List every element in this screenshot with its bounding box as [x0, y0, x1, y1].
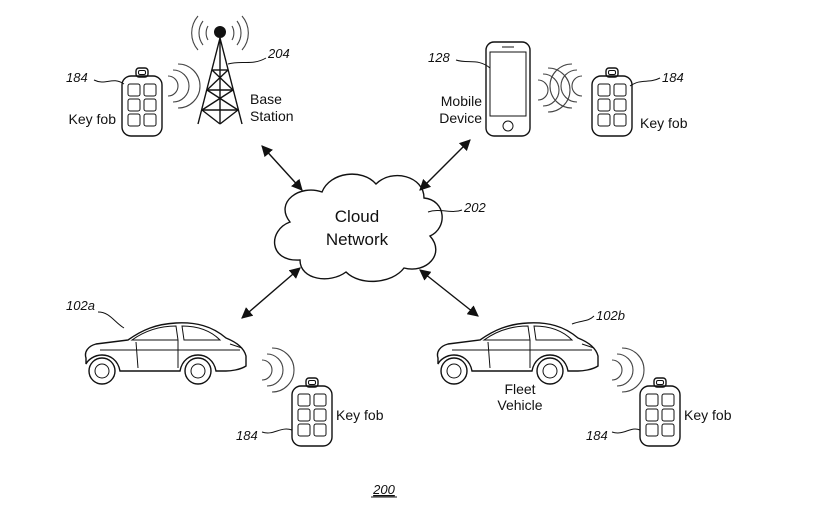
figure-number: 200 [372, 482, 395, 497]
arrow-cloud-vehicle-a [241, 267, 301, 319]
vehicle-a: 102a [66, 298, 295, 393]
key-fob-ref: 184 [66, 70, 88, 85]
arrow-base-station-cloud [261, 145, 303, 191]
vehicle-b-ref: 102b [596, 308, 625, 323]
vehicle-a-ref: 102a [66, 298, 95, 313]
mobile-device-label-line2: Device [439, 110, 482, 126]
cloud-label-line2: Network [326, 230, 389, 249]
antenna-icon [214, 26, 226, 38]
cloud-network: Cloud Network 202 [274, 173, 486, 283]
mobile-device: Mobile Device 128 [428, 41, 571, 137]
fob-signal-waves-icon [549, 63, 583, 109]
key-fob-icon [591, 67, 633, 137]
key-fob-label: Key fob [640, 115, 688, 131]
key-fob-icon [291, 377, 333, 447]
vehicle-b-label-line2: Vehicle [497, 397, 542, 413]
key-fob-bottom-right: Key fob 184 [586, 377, 732, 447]
key-fob-ref: 184 [586, 428, 608, 443]
base-station: Base Station 204 [191, 15, 294, 125]
key-fob-label: Key fob [336, 407, 384, 423]
vehicle-b-label-line1: Fleet [504, 381, 535, 397]
key-fob-label: Key fob [69, 111, 117, 127]
car-icon [84, 322, 247, 385]
mobile-device-ref: 128 [428, 50, 450, 65]
key-fob-top-left: Key fob 184 [66, 63, 201, 137]
car-signal-waves-icon [611, 347, 645, 393]
base-station-label-line1: Base [250, 91, 282, 107]
base-station-ref: 204 [267, 46, 290, 61]
cloud-ref: 202 [463, 200, 486, 215]
car-icon [436, 322, 599, 385]
key-fob-label: Key fob [684, 407, 732, 423]
car-signal-waves-icon [261, 347, 295, 393]
cloud-label-line1: Cloud [335, 207, 379, 226]
key-fob-ref: 184 [236, 428, 258, 443]
fob-signal-waves-icon [167, 63, 201, 109]
key-fob-bottom-left: Key fob 184 [236, 377, 384, 447]
key-fob-icon [121, 67, 163, 137]
vehicle-b: 102b Fleet Vehicle [436, 308, 645, 413]
key-fob-ref: 184 [662, 70, 684, 85]
tower-icon [197, 37, 243, 125]
connection-arrows [241, 139, 479, 319]
phone-icon [485, 41, 531, 137]
key-fob-top-right: Key fob 184 [549, 63, 688, 137]
mobile-device-label-line1: Mobile [441, 93, 482, 109]
arrow-cloud-vehicle-b [419, 269, 479, 317]
arrow-mobile-cloud [419, 139, 471, 191]
base-station-label-line2: Station [250, 108, 294, 124]
key-fob-icon [639, 377, 681, 447]
signal-waves-icon [191, 15, 249, 51]
